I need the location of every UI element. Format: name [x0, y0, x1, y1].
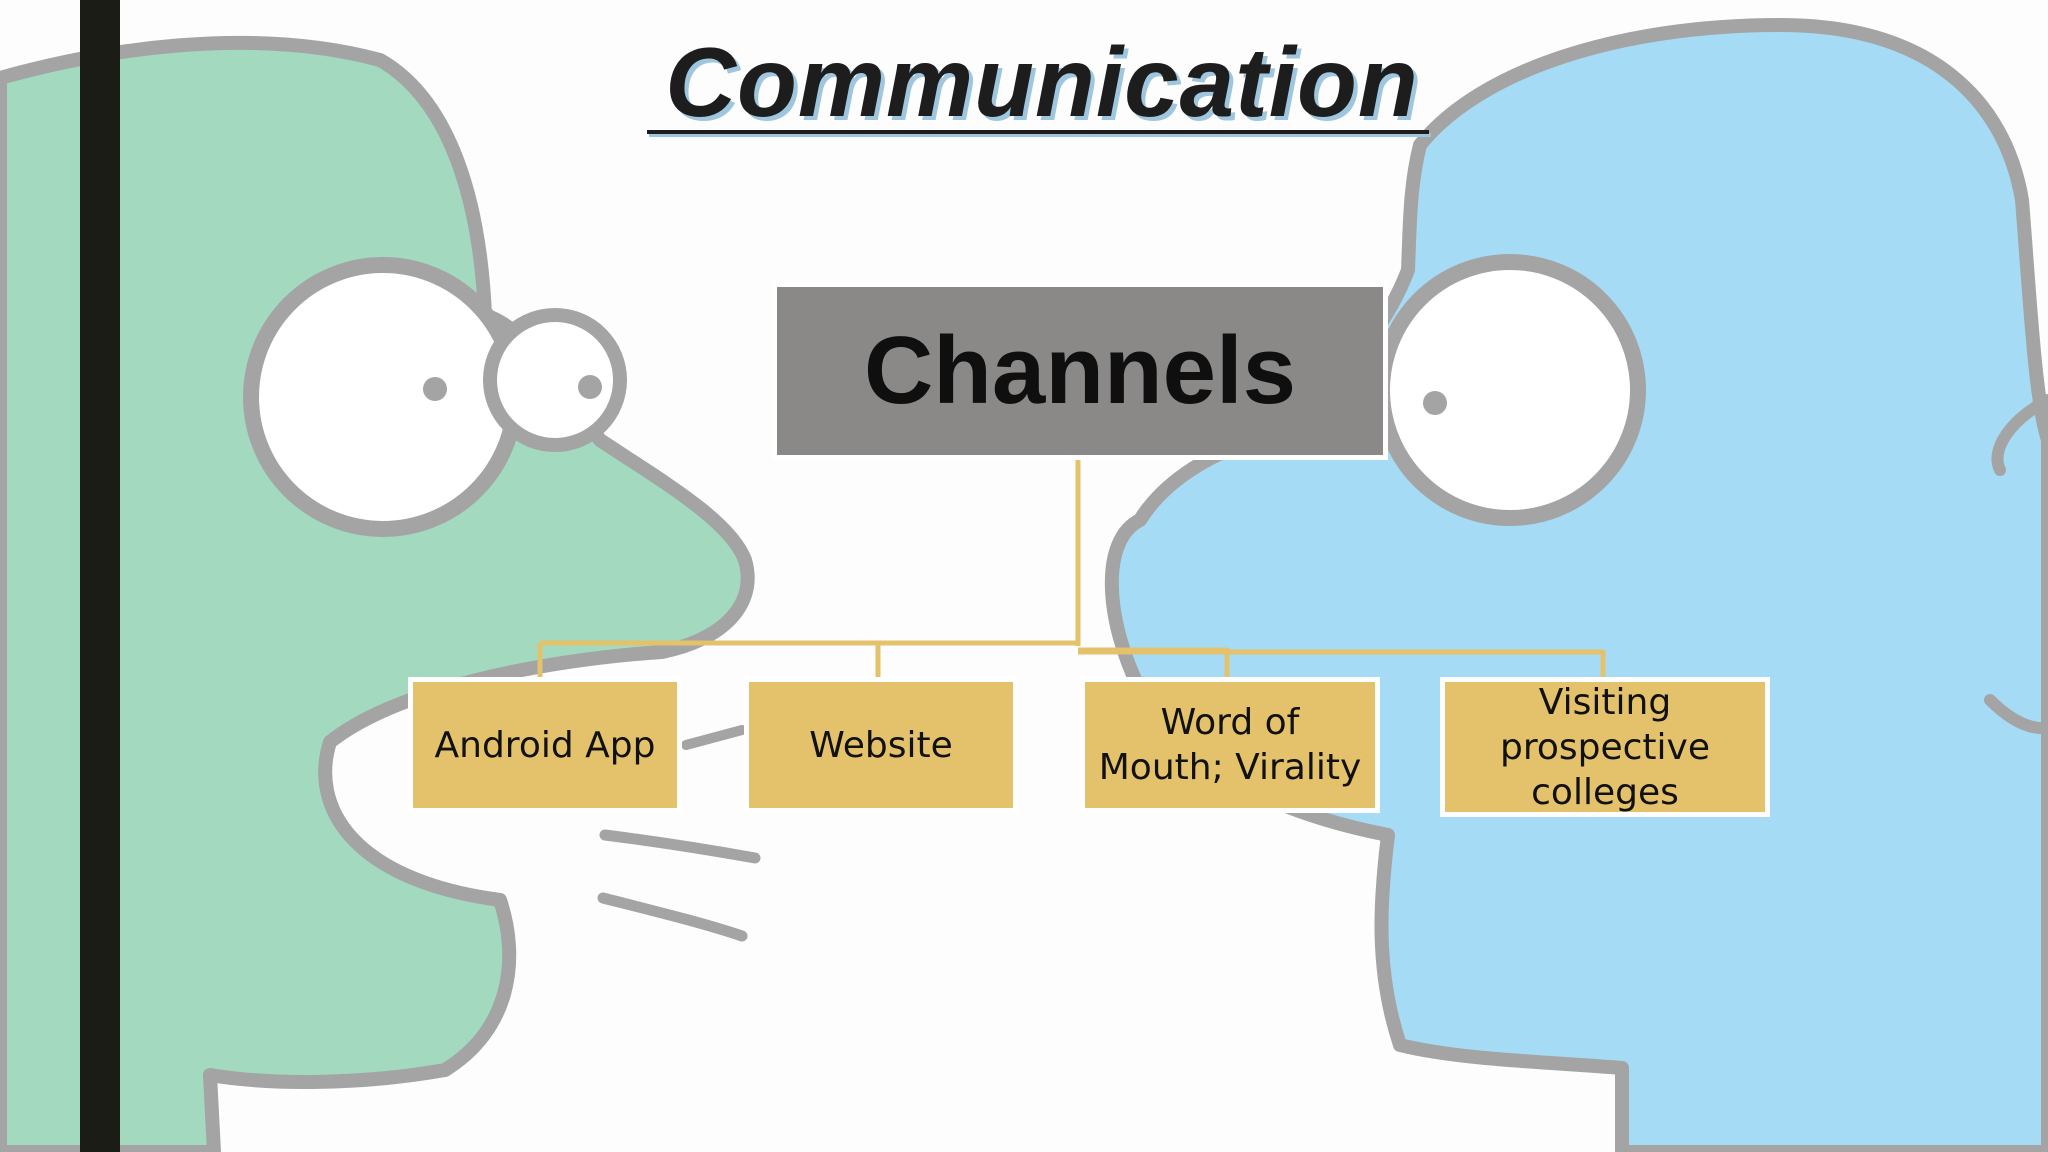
channel-node-visiting-colleges: Visiting prospective colleges — [1440, 677, 1770, 817]
channel-node-label: Android App — [434, 724, 656, 766]
channel-node-website: Website — [744, 677, 1018, 813]
channel-node-label: Website — [809, 724, 953, 766]
channel-node-label: Visiting prospective colleges — [1499, 681, 1710, 813]
right-ear — [1984, 394, 2048, 735]
diagram-root-node: Channels — [772, 282, 1388, 460]
left-eye-2 — [483, 308, 627, 452]
left-pupil-1 — [423, 377, 447, 401]
title-underline — [647, 130, 1429, 134]
left-pupil-2 — [578, 375, 602, 399]
channel-node-word-of-mouth: Word of Mouth; Virality — [1080, 677, 1380, 813]
right-pupil — [1423, 391, 1447, 415]
slide-title: Communication — [665, 27, 1419, 137]
left-accent-bar — [80, 0, 120, 1152]
speech-line-3 — [597, 892, 748, 942]
channel-node-android-app: Android App — [408, 677, 682, 813]
root-node-label: Channels — [863, 317, 1297, 424]
speech-line-1 — [681, 725, 747, 750]
channel-node-label: Word of Mouth; Virality — [1098, 702, 1362, 788]
left-head-shape — [0, 35, 755, 1152]
speech-line-2 — [599, 829, 761, 864]
